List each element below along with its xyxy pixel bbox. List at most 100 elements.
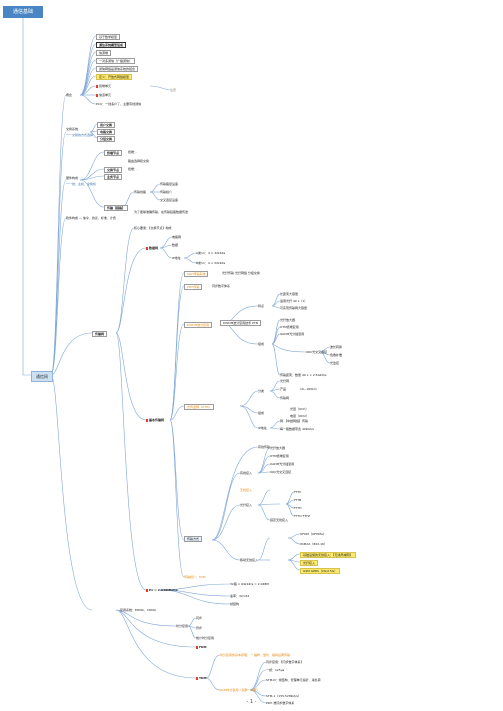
node-otn-comp[interactable]: 组成: [258, 411, 265, 415]
node-ftth[interactable]: FTTH: [294, 506, 302, 510]
node-comp-d[interactable]: OXC光交叉连接: [306, 350, 328, 354]
node-fttc[interactable]: FTTC: [294, 490, 302, 494]
node-access-fiber[interactable]: 光纤接入: [240, 503, 253, 507]
node-terminal-node-value[interactable]: 终端：··: [128, 150, 138, 154]
node-access-wired-a[interactable]: 有线接入: [240, 471, 253, 475]
node-service-node[interactable]: 业务节点: [104, 174, 123, 180]
node-access-wired[interactable]: 有线传输: [258, 445, 271, 449]
node-tdm[interactable]: TDM: [196, 676, 207, 680]
node-comp-e[interactable]: 传输距离：数量 40 L × 2.5Gbit/s: [280, 373, 327, 377]
node-switch-circuit[interactable]: 电路交换: [97, 129, 116, 135]
node-frame[interactable]: 帧结构: [230, 602, 240, 606]
node-dwdm-tech[interactable]: DWDM波分复用技术 PTN: [220, 320, 262, 326]
node-comp-d1[interactable]: 波长转换: [330, 345, 343, 349]
node-otn-ip-a[interactable]: 网 【中继网络】传输: [280, 419, 308, 423]
node-sync[interactable]: 同步: [196, 616, 203, 620]
node-multiplex[interactable]: 复用系统：EDMA、CDMA: [120, 608, 156, 612]
node-access-wireless[interactable]: 无线接入: [240, 488, 253, 492]
node-basic-transport[interactable]: 基本传输网: [146, 418, 164, 422]
node-otn-comp-b[interactable]: 电层（ODU）: [290, 414, 309, 418]
node-concept-channel[interactable]: 信道单元: [96, 93, 111, 97]
node-hardware-note[interactable]: 一一线：主机、交换机: [66, 182, 97, 186]
node-otn-type-c[interactable]: 10~160km: [300, 387, 317, 391]
node-access-a1[interactable]: 光纤放大器: [270, 446, 286, 450]
node-ftto[interactable]: FTTO FTTZ: [294, 514, 310, 518]
level1-topic[interactable]: 通信网: [31, 371, 53, 382]
node-switch-note[interactable]: 一一交换的方式选择: [66, 133, 94, 137]
node-otn-type-d[interactable]: 传输网: [280, 396, 290, 400]
node-data-net[interactable]: 数据网: [146, 246, 158, 250]
node-frame-time[interactable]: 一帧：125μs: [266, 668, 285, 672]
node-cross-connect[interactable]: 交叉连接设备: [160, 198, 179, 202]
node-line-device[interactable]: 传输路径设备: [160, 182, 179, 186]
node-concept-definition[interactable]: 定义：开放式网络模型: [96, 74, 133, 80]
node-wimax[interactable]: WiMAX（802.16）: [300, 542, 327, 546]
node-fiber-highlight[interactable]: 光纤接入: [300, 560, 319, 566]
node-otn-ip-b[interactable]: 每一路数据带宽 40kbit/s: [280, 427, 314, 431]
node-stat-tdm[interactable]: 统计时分复用: [196, 636, 215, 640]
node-feature-c[interactable]: 可实现传输网大容量: [280, 306, 308, 310]
node-otn-type-a[interactable]: 光纤网: [280, 379, 290, 383]
node-software[interactable]: 软件构成 — 信令、协议、标准、计费: [66, 216, 116, 220]
node-ofdm[interactable]: OFDM（OFDMA）: [300, 532, 327, 536]
node-concept-terminal[interactable]: 终端单元: [96, 84, 111, 88]
node-transmission-line[interactable]: 传输线路: [134, 190, 147, 194]
node-line-medium[interactable]: 传输媒介: [160, 190, 173, 194]
node-ip[interactable]: IP地址: [172, 256, 181, 260]
node-wireless-fixed[interactable]: 固定无线接入: [270, 518, 289, 522]
node-transport-core[interactable]: 核心要素：【交换节点】构成: [134, 226, 172, 230]
node-access-a4[interactable]: OXC光交叉连接: [270, 470, 292, 474]
node-concept-item2[interactable]: 通信网络是通信系统的组合: [96, 66, 139, 72]
node-sdh-value[interactable]: 光纤传输 光纤网络 分组交换: [222, 271, 260, 275]
node-e1-b[interactable]: 速率：32×64: [230, 594, 250, 598]
node-concept[interactable]: 概念: [66, 93, 73, 97]
node-switch-system[interactable]: 交换系统: [66, 127, 79, 131]
root-topic[interactable]: 通信基础: [3, 6, 43, 18]
node-concept-item1[interactable]: 一对多通信（广播通信）: [96, 58, 136, 64]
node-comp-c[interactable]: OADM光分插复用: [280, 332, 305, 336]
node-concept-extra[interactable]: PCU：一线多户了，主要有线通信: [96, 102, 142, 106]
node-otn[interactable]: 光传送网（OTN）: [184, 404, 215, 410]
node-terminal-node[interactable]: 终端节点: [104, 150, 123, 156]
node-link-desc[interactable]: 为了能够准确传输，在传输链路数据传送: [134, 210, 189, 214]
node-stm-n[interactable]: STM-N：帧结构、管理单元指针、净负荷: [266, 678, 321, 682]
node-dwdm-feature[interactable]: 特点: [258, 304, 265, 308]
node-switch-node[interactable]: 交换节点: [104, 167, 123, 173]
node-pdh-value[interactable]: 同步数字体系: [212, 284, 231, 288]
node-switch-node-value[interactable]: 终端：··: [128, 167, 138, 171]
node-comp-d2[interactable]: 色散补偿: [330, 353, 343, 357]
node-dwdm-composition[interactable]: 组成: [258, 342, 265, 346]
node-concept-source[interactable]: 信源端: [96, 50, 112, 56]
node-tdm-principle[interactable]: 时分复用的基本原理：一 抽样、量化、编码后再传输: [220, 653, 290, 657]
node-otn-type-b[interactable]: 产品: [280, 387, 287, 391]
node-e1-a[interactable]: 32路 × 64kbit/s ≈ 2.048M: [230, 582, 269, 586]
node-transport-medium[interactable]: 传输媒介：PCM: [184, 575, 206, 579]
node-tdm-basic[interactable]: 时分复用: [176, 624, 189, 628]
node-comp-b[interactable]: OTM终端复用: [280, 325, 299, 329]
node-transport-net[interactable]: 传输网: [92, 331, 108, 337]
node-gsm-highlight[interactable]: GSM GPRS（2G/2.5G）: [300, 568, 341, 574]
node-stm-1[interactable]: STM-1（155.52Mbit/s）: [266, 694, 301, 698]
node-fdm[interactable]: FDM: [196, 645, 207, 649]
node-switch-user[interactable]: 用户交换: [97, 122, 116, 128]
node-concept-note[interactable]: 注意: [170, 88, 177, 92]
node-comp-a[interactable]: 光纤放大器: [280, 318, 296, 322]
node-sdh[interactable]: SDH传输系统: [184, 271, 209, 277]
node-comp-d3[interactable]: 光监控: [330, 361, 340, 365]
node-transmission-link[interactable]: 传输【链路】: [104, 205, 129, 211]
node-otn-ip[interactable]: IP地址: [258, 426, 267, 430]
node-feature-a[interactable]: 长距离大容量: [280, 292, 299, 296]
node-concept-model[interactable]: 基于数学模型: [96, 34, 121, 40]
node-access-a3[interactable]: OADM光分插复用: [270, 462, 295, 466]
node-concept-composition[interactable]: 通信系统模型组成: [96, 42, 127, 48]
node-hardware[interactable]: 硬件构成: [66, 176, 79, 180]
node-circuit-net[interactable]: 电路网: [172, 235, 182, 239]
node-pdh[interactable]: PDH传输: [184, 284, 203, 290]
node-pcm-tdm[interactable]: PCM时分复用（基群一次群）: [220, 688, 260, 692]
node-dwdm[interactable]: DWDM波分复用: [184, 322, 213, 328]
node-pdh-frame[interactable]: PDH 准同步数字体系: [266, 701, 295, 705]
node-sync-mux[interactable]: 同步复用：【同步数字体系】: [266, 660, 304, 664]
node-access[interactable]: 传输方式: [184, 536, 203, 542]
node-ip-b[interactable]: B类11：4 × 52kbits: [196, 261, 226, 265]
node-wireless-mobile[interactable]: 移动无线接入: [240, 558, 259, 562]
